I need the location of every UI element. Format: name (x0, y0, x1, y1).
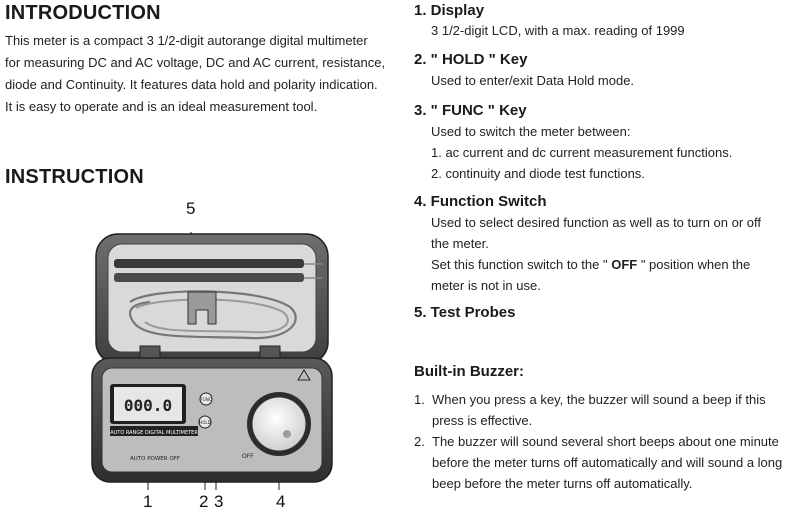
func-key-button (199, 392, 213, 406)
knob-pointer (283, 430, 291, 438)
callout-5: 5 (186, 199, 196, 218)
feature-text-display: 3 1/2-digit LCD, with a max. reading of … (431, 23, 685, 38)
introduction-paragraph: This meter is a compact 3 1/2-digit auto… (5, 30, 405, 118)
callout-4: 4 (276, 492, 286, 511)
feature-line: Used to switch the meter between: (431, 124, 631, 139)
probe-clip (187, 291, 217, 325)
feature-title-display: 1. Display (414, 2, 485, 19)
feature-line: 2. continuity and diode test functions. (431, 166, 645, 181)
feature-line: 1. ac current and dc current measurement… (431, 145, 733, 160)
rotary-switch-knob (251, 396, 307, 452)
feature-title-hold: 2. " HOLD " Key (414, 51, 528, 68)
feature-title-func: 3. " FUNC " Key (414, 102, 527, 119)
off-position-label: OFF (242, 453, 254, 460)
auto-power-off-label: AUTO POWER OFF (130, 456, 180, 462)
feature-line: the meter. (431, 236, 489, 251)
multimeter-illustration: 000.0 AUTO RANGE DIGITAL MULTIMETER FUNC… (91, 231, 333, 490)
hold-key-button (198, 415, 212, 429)
lcd-screen (114, 387, 182, 421)
intro-line: diode and Continuity. It features data h… (5, 77, 378, 92)
feature-line-off: Set this function switch to the " OFF " … (431, 257, 751, 272)
instruction-heading: INSTRUCTION (5, 166, 144, 188)
callout-2: 2 (199, 492, 209, 511)
func-key-label: FUNC (200, 397, 211, 402)
feature-title-probes: 5. Test Probes (414, 304, 516, 321)
test-probe-upper (114, 259, 304, 268)
model-banner (110, 426, 198, 436)
lcd-digits: 000.0 (124, 396, 172, 415)
feature-title-switch: 4. Function Switch (414, 193, 547, 210)
intro-line: for measuring DC and AC voltage, DC and … (5, 55, 386, 70)
feature-text-switch: Used to select desired function as well … (431, 212, 791, 296)
feature-line: Used to select desired function as well … (431, 215, 761, 230)
test-probe-lower (114, 273, 304, 282)
feature-line: meter is not in use. (431, 278, 541, 293)
hold-key-label: HOLD (199, 420, 210, 425)
callout-1: 1 (143, 492, 153, 511)
buzzer-item: 2. The buzzer will sound several short b… (414, 434, 783, 491)
callout-3: 3 (214, 492, 224, 511)
model-banner-text: AUTO RANGE DIGITAL MULTIMETER (110, 430, 198, 436)
buzzer-heading: Built-in Buzzer: (414, 363, 524, 380)
feature-text-hold: Used to enter/exit Data Hold mode. (431, 73, 635, 88)
intro-line: It is easy to operate and is an ideal me… (5, 99, 318, 114)
buzzer-list: 1. When you press a key, the buzzer will… (414, 389, 794, 494)
introduction-heading: INTRODUCTION (5, 2, 161, 24)
buzzer-item: 1. When you press a key, the buzzer will… (414, 392, 766, 428)
off-keyword: OFF (611, 257, 638, 272)
feature-text-func: Used to switch the meter between: 1. ac … (431, 121, 732, 184)
warning-triangle-icon (297, 369, 311, 381)
intro-line: This meter is a compact 3 1/2-digit auto… (5, 33, 368, 48)
